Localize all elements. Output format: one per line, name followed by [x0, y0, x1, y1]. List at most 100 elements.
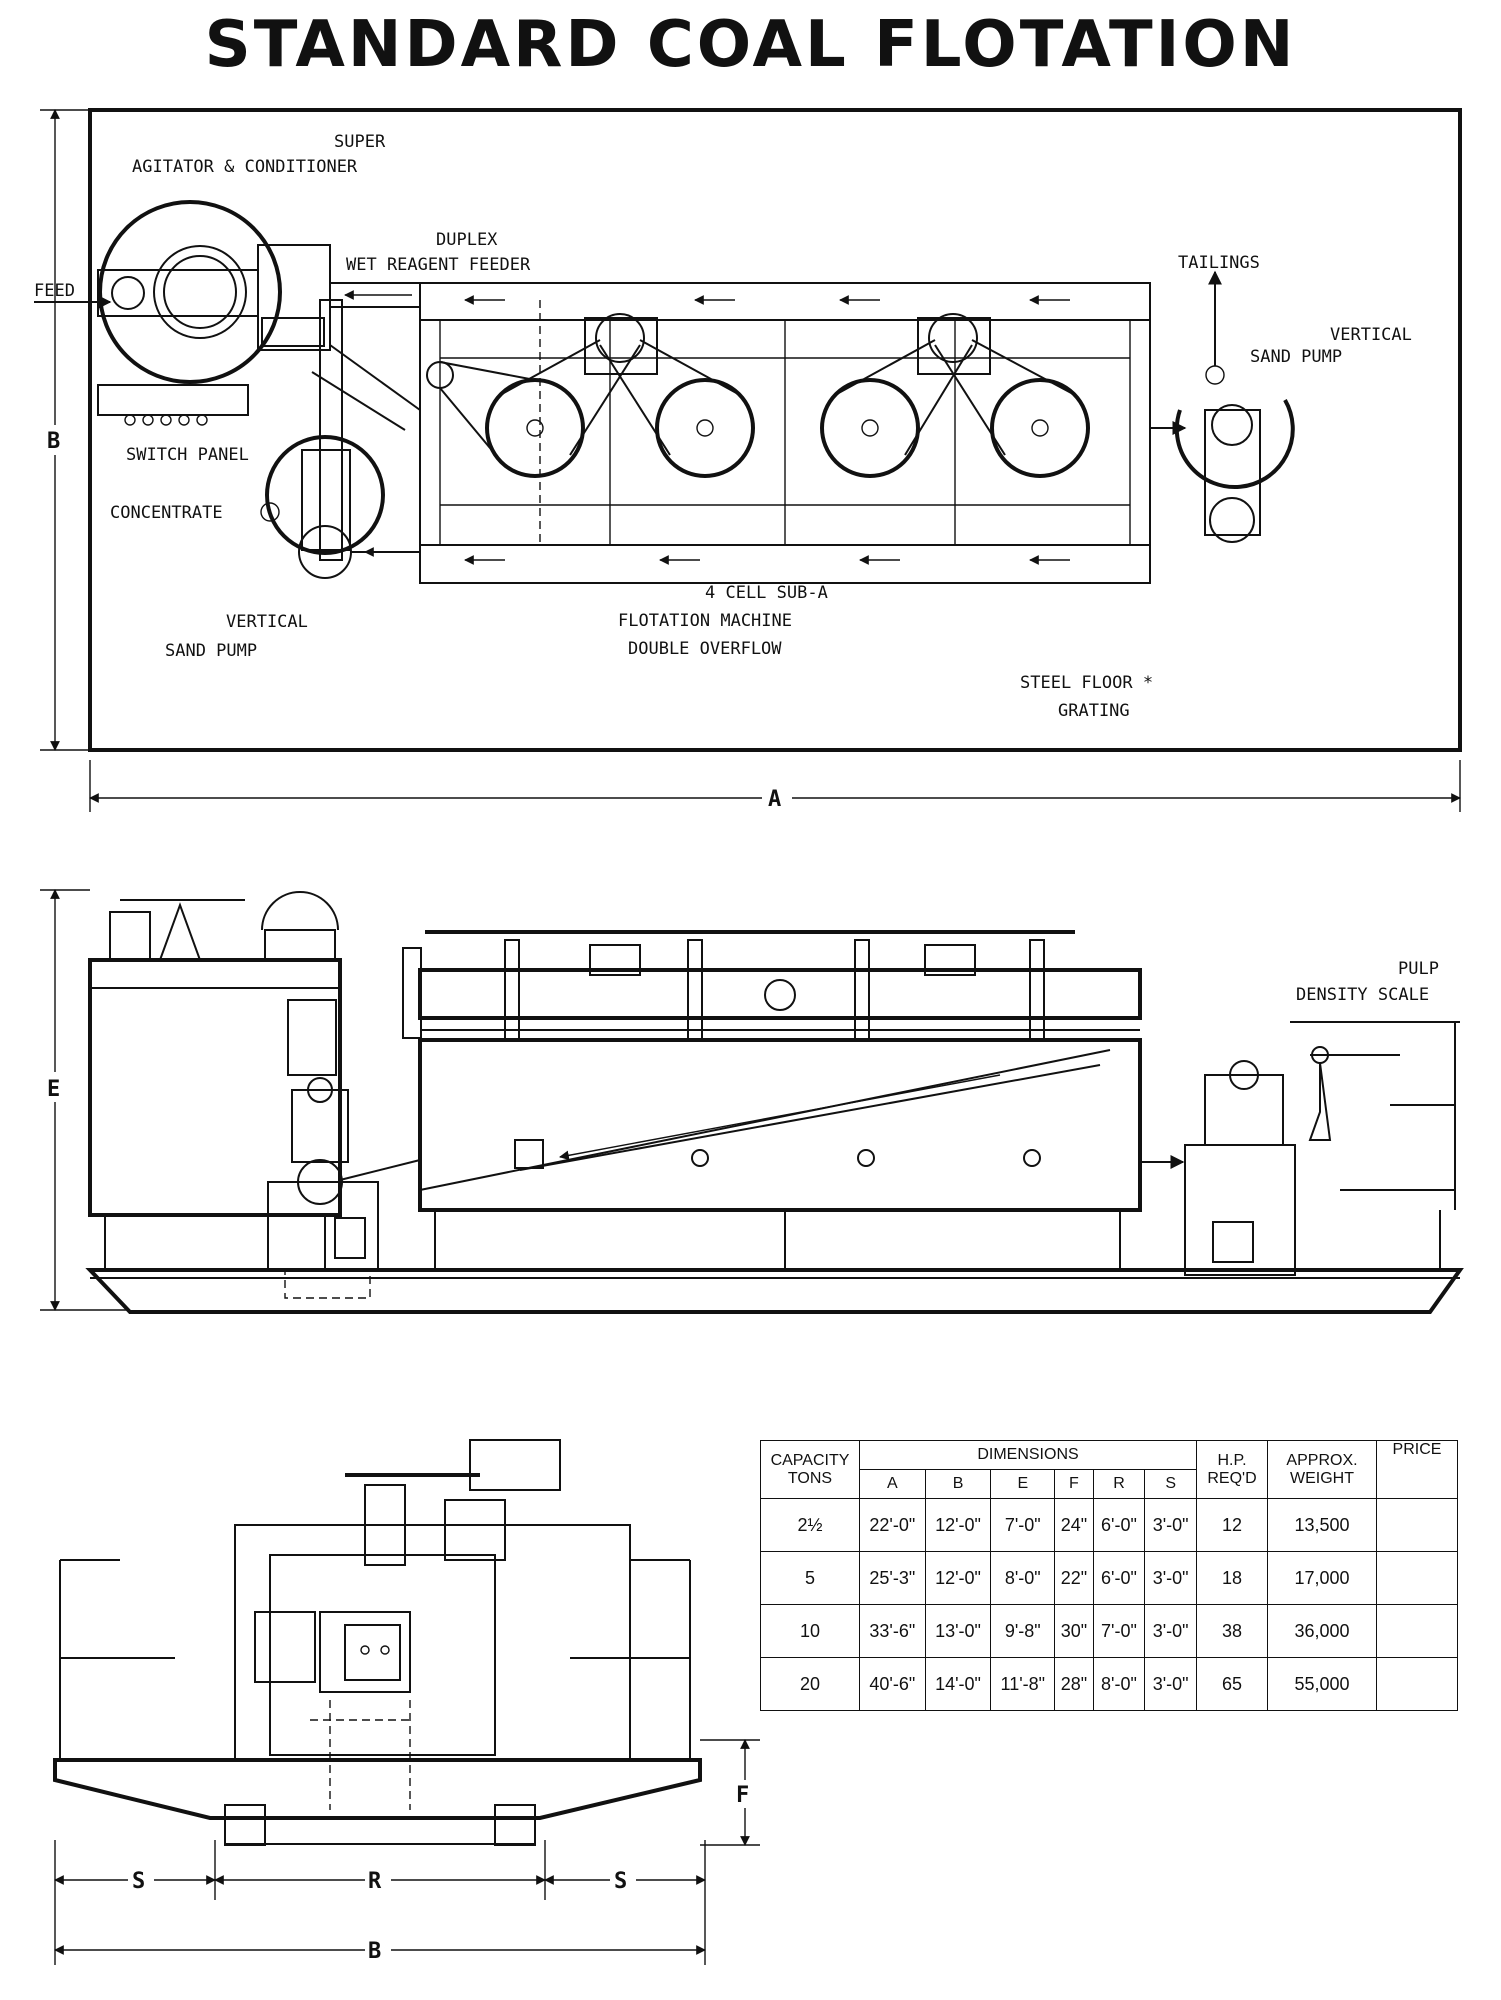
pulp-density-scale: [1290, 1021, 1460, 1270]
label-pulp: PULP: [1398, 959, 1439, 979]
cell-weight: 55,000: [1267, 1657, 1377, 1711]
plan-view: B A SUPER AGITATOR & CONDITIONER FEED SW…: [34, 108, 1462, 813]
end-dim-f: F: [736, 1783, 749, 1808]
cell-weight: 36,000: [1267, 1604, 1377, 1658]
label-double-overflow: DOUBLE OVERFLOW: [628, 639, 782, 659]
header-price: PRICE: [1376, 1440, 1458, 1499]
label-super: SUPER: [334, 132, 386, 152]
cell-a: 22'-0": [859, 1498, 926, 1552]
cell-a: 40'-6": [859, 1657, 926, 1711]
label-density-scale: DENSITY SCALE: [1296, 985, 1429, 1005]
header-dim-b: B: [924, 1469, 992, 1499]
plan-frame: [88, 108, 1462, 752]
base-skid: [85, 1268, 1464, 1314]
header-weight: APPROX. WEIGHT: [1267, 1440, 1377, 1499]
table-row: 10 33'-6" 13'-0" 9'-8" 30" 7'-0" 3'-0" 3…: [760, 1604, 1458, 1658]
cell-s: 3'-0": [1144, 1604, 1197, 1658]
end-view: S R S B F: [53, 1439, 760, 1965]
end-dim-r: R: [368, 1869, 382, 1894]
cell-price: [1376, 1657, 1458, 1711]
agitator-conditioner: [97, 200, 331, 426]
cell-tons: 20: [760, 1657, 860, 1711]
cell-f: 24": [1054, 1498, 1094, 1552]
label-sand-pump-right: SAND PUMP: [1250, 347, 1342, 367]
cell-hp: 38: [1196, 1604, 1268, 1658]
cell-e: 7'-0": [990, 1498, 1056, 1552]
end-dim-s-left: S: [132, 1869, 145, 1894]
cell-r: 6'-0": [1092, 1498, 1146, 1552]
cell-f: 30": [1054, 1604, 1094, 1658]
cell-price: [1376, 1604, 1458, 1658]
page-title: STANDARD COAL FLOTATION: [204, 8, 1297, 82]
header-dim-a: A: [859, 1469, 926, 1499]
elevation-view: E: [40, 889, 1464, 1314]
cell-s: 3'-0": [1144, 1657, 1197, 1711]
label-tailings: TAILINGS: [1178, 253, 1260, 273]
table-row: 20 40'-6" 14'-0" 11'-8" 28" 8'-0" 3'-0" …: [760, 1657, 1458, 1711]
header-dim-f: F: [1054, 1469, 1094, 1499]
header-dim-r: R: [1092, 1469, 1146, 1499]
cell-weight: 13,500: [1267, 1498, 1377, 1552]
end-dim-b: B: [368, 1939, 381, 1964]
cell-hp: 65: [1196, 1657, 1268, 1711]
cell-tons: 2½: [760, 1498, 860, 1552]
end-dim-s-right: S: [614, 1869, 627, 1894]
cell-weight: 17,000: [1267, 1551, 1377, 1605]
left-sand-pump-elevation: [267, 1077, 379, 1299]
table-row: 2½ 22'-0" 12'-0" 7'-0" 24" 6'-0" 3'-0" 1…: [760, 1498, 1458, 1552]
header-dim-e: E: [990, 1469, 1056, 1499]
cell-e: 11'-8": [990, 1657, 1056, 1711]
header-dim-s: S: [1144, 1469, 1197, 1499]
cell-b: 12'-0": [924, 1498, 992, 1552]
label-cell-sub-a: 4 CELL SUB-A: [705, 583, 828, 603]
header-capacity: CAPACITY TONS: [760, 1440, 860, 1499]
label-concentrate: CONCENTRATE: [110, 503, 223, 523]
cell-b: 14'-0": [924, 1657, 992, 1711]
flotation-machine-elevation: [402, 930, 1142, 1270]
cell-hp: 12: [1196, 1498, 1268, 1552]
label-steel-floor: STEEL FLOOR *: [1020, 673, 1153, 693]
cell-e: 8'-0": [990, 1551, 1056, 1605]
label-switch-panel: SWITCH PANEL: [126, 445, 249, 465]
label-vertical-left: VERTICAL: [226, 612, 308, 632]
cell-price: [1376, 1551, 1458, 1605]
cell-r: 7'-0": [1092, 1604, 1146, 1658]
label-grating: GRATING: [1058, 701, 1130, 721]
cell-e: 9'-8": [990, 1604, 1056, 1658]
cell-f: 28": [1054, 1657, 1094, 1711]
spec-table: CAPACITY TONS DIMENSIONS H.P. REQ'D APPR…: [760, 1440, 1458, 1711]
plan-dim-a: A: [768, 787, 781, 812]
agitator-tank-elevation: [88, 891, 342, 1270]
label-reagent-feeder: WET REAGENT FEEDER: [346, 255, 531, 275]
label-duplex: DUPLEX: [436, 230, 498, 250]
right-sand-pump-elevation: [1140, 1060, 1296, 1276]
cell-f: 22": [1054, 1551, 1094, 1605]
plan-dim-b: B: [47, 429, 60, 454]
cell-r: 8'-0": [1092, 1657, 1146, 1711]
header-hp: H.P. REQ'D: [1196, 1440, 1268, 1499]
label-feed: FEED: [34, 281, 75, 301]
label-sand-pump-left: SAND PUMP: [165, 641, 257, 661]
cell-a: 33'-6": [859, 1604, 926, 1658]
label-agitator: AGITATOR & CONDITIONER: [132, 157, 358, 177]
flotation-machine-plan: [419, 282, 1151, 584]
cell-b: 12'-0": [924, 1551, 992, 1605]
label-flotation-machine: FLOTATION MACHINE: [618, 611, 792, 631]
header-dimensions: DIMENSIONS: [859, 1440, 1197, 1470]
table-row: 5 25'-3" 12'-0" 8'-0" 22" 6'-0" 3'-0" 18…: [760, 1551, 1458, 1605]
left-sand-pump-plan: [260, 435, 420, 579]
cell-s: 3'-0": [1144, 1551, 1197, 1605]
cell-hp: 18: [1196, 1551, 1268, 1605]
right-sand-pump-plan: [1150, 270, 1295, 543]
cell-r: 6'-0": [1092, 1551, 1146, 1605]
cell-s: 3'-0": [1144, 1498, 1197, 1552]
label-vertical-right: VERTICAL: [1330, 325, 1412, 345]
elevation-dim-e: E: [47, 1077, 60, 1102]
cell-a: 25'-3": [859, 1551, 926, 1605]
cell-price: [1376, 1498, 1458, 1552]
cell-tons: 5: [760, 1551, 860, 1605]
end-base: [53, 1758, 702, 1820]
cell-tons: 10: [760, 1604, 860, 1658]
cell-b: 13'-0": [924, 1604, 992, 1658]
